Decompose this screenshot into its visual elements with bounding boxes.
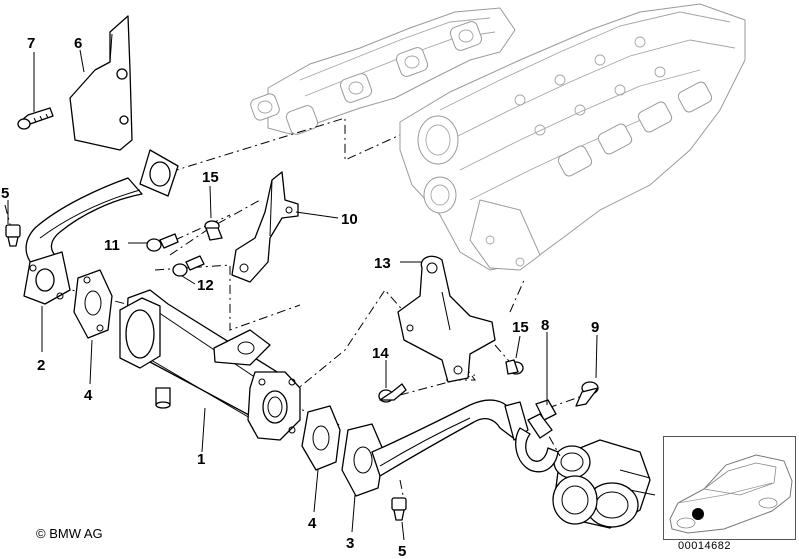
callout-7: 7 (27, 35, 35, 52)
callout-15-upper: 15 (202, 169, 219, 186)
callout-15-lower: 15 (512, 319, 529, 336)
callout-5-lower: 5 (398, 543, 406, 559)
gasket-upper (73, 269, 113, 339)
callout-11: 11 (104, 237, 120, 254)
bolt-5-lower (391, 497, 407, 521)
intake-throttle-body (552, 439, 656, 529)
callout-5-upper: 5 (1, 185, 9, 202)
bolt-15-upper (204, 220, 223, 241)
exhaust-manifold-ghost (250, 7, 516, 135)
bolt-7 (17, 107, 54, 130)
bracket-10 (231, 171, 299, 283)
callout-2: 2 (37, 357, 45, 374)
callout-labels: 1 2 3 4 4 5 5 6 7 8 9 10 11 12 13 14 15 … (1, 35, 599, 559)
pipe-clamp (515, 399, 559, 473)
bolt-11 (146, 233, 179, 252)
assembly-lines (4, 117, 586, 506)
callout-4-lower: 4 (308, 515, 317, 532)
vehicle-location-inset (663, 436, 796, 540)
bracket-13 (397, 255, 496, 383)
callout-3: 3 (346, 535, 354, 552)
bolt-9 (575, 381, 599, 407)
callout-9: 9 (591, 319, 599, 336)
callout-1: 1 (197, 451, 205, 468)
egr-cooler (119, 289, 301, 441)
callout-14: 14 (372, 345, 389, 362)
callout-6: 6 (74, 35, 82, 52)
bolt-12 (172, 255, 205, 277)
bolt-5-upper (5, 224, 21, 247)
copyright-notice: © BMW AG (36, 526, 103, 541)
leader-lines (7, 49, 598, 541)
bolt-14 (378, 383, 407, 403)
callout-10: 10 (341, 211, 358, 228)
car-outline-icon (669, 454, 793, 534)
location-marker-icon (692, 508, 704, 520)
callout-12: 12 (197, 277, 214, 294)
egr-pipe-upper (23, 149, 179, 305)
heat-shield-bracket (69, 15, 133, 151)
callout-13: 13 (374, 255, 391, 272)
gasket-lower (301, 405, 341, 471)
callout-4-upper: 4 (84, 387, 93, 404)
callout-8: 8 (541, 317, 549, 334)
diagram-reference-number: 00014682 (678, 540, 731, 552)
bolt-15-lower (505, 359, 524, 375)
egr-pipe-lower (341, 399, 529, 497)
cylinder-head-ghost (399, 3, 746, 271)
